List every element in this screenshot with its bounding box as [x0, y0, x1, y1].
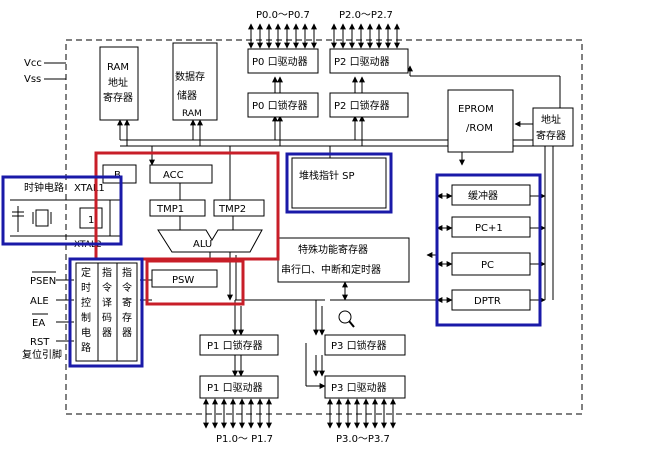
eprom-line1: EPROM	[458, 104, 494, 115]
pc-plus-one-label: PC+1	[475, 223, 503, 234]
p0-driver	[247, 48, 319, 74]
p1-latch	[199, 334, 279, 356]
tmp2-label: TMP2	[218, 204, 246, 215]
p3-latch	[324, 334, 406, 356]
p1-driver-label: P1 口驱动器	[207, 382, 263, 394]
buffer-register	[451, 184, 531, 206]
p0-latch	[247, 92, 319, 118]
decoder-char-1: 指	[102, 266, 112, 279]
decoder-char-5: 器	[102, 327, 112, 339]
xtal1-label: XTAL1	[74, 183, 105, 194]
pc-plus-one	[451, 216, 531, 238]
timing-char-6: 路	[81, 341, 91, 354]
highlight-alu-group	[94, 151, 280, 261]
ir-char-5: 器	[122, 327, 132, 339]
reset-pin-label: 复位引脚	[22, 348, 62, 361]
ram-addr-line2: 地址	[108, 76, 128, 89]
chip-outline	[65, 39, 583, 415]
address-register	[532, 107, 574, 147]
timing-char-3: 控	[81, 296, 91, 309]
addr-reg-line2: 寄存器	[536, 129, 566, 142]
decoder-char-4: 码	[102, 312, 112, 324]
buffer-label: 缓冲器	[468, 189, 498, 202]
rst-label: RST	[30, 337, 50, 348]
p0-label: P0.0～P0.7	[256, 10, 310, 21]
p3-driver	[324, 375, 406, 399]
data-mem-line2: 储器	[177, 89, 197, 102]
highlight-control-unit	[68, 257, 144, 368]
decoder-char-3: 译	[102, 297, 112, 309]
tmp2-register	[213, 199, 265, 217]
alu	[157, 229, 263, 253]
p3-label: P3.0～P3.7	[336, 434, 390, 445]
ir-char-2: 令	[122, 281, 132, 294]
vcc-label: Vcc	[24, 58, 42, 69]
ir-char-3: 寄	[122, 296, 132, 309]
timing-char-4: 制	[81, 311, 91, 324]
p2-latch	[329, 92, 409, 118]
p2-latch-label: P2 口锁存器	[334, 99, 390, 112]
tmp1-register	[149, 199, 206, 217]
ir-char-4: 存	[122, 311, 132, 324]
eprom-rom	[447, 89, 514, 153]
ram-addr-line1: RAM	[107, 62, 129, 73]
ram-address-register	[99, 46, 139, 121]
program-counter	[451, 252, 531, 276]
sfr-line1: 特殊功能寄存器	[298, 243, 368, 256]
psw-register	[151, 269, 218, 288]
p1-latch-label: P1 口锁存器	[207, 339, 263, 352]
sfr-line2: 串行口、中断和定时器	[281, 263, 381, 276]
ir-char-1: 指	[122, 266, 132, 279]
p1-pin-arrows	[203, 398, 272, 429]
data-memory-ram	[172, 42, 218, 121]
timing-char-2: 时	[81, 282, 91, 294]
alu-label: ALU	[193, 239, 212, 250]
p2-driver-label: P2 口驱动器	[334, 56, 390, 68]
sp-label: 堆栈指针 SP	[299, 169, 355, 182]
acc-label: ACC	[163, 170, 184, 181]
psw-label: PSW	[172, 275, 194, 286]
crystal-oscillator-icon: 1	[10, 199, 121, 237]
timing-char-1: 定	[81, 266, 91, 279]
magnifier-icon	[338, 310, 355, 328]
p3-latch-label: P3 口锁存器	[331, 339, 387, 352]
psen-label: PSEN	[30, 276, 56, 287]
data-mem-line3: RAM	[182, 109, 202, 119]
clock-label: 时钟电路	[24, 181, 64, 194]
p0-driver-label: P0 口驱动器	[252, 56, 308, 68]
tmp1-label: TMP1	[156, 204, 184, 215]
highlight-stack-pointer	[285, 152, 393, 214]
p1-label: P1.0～ P1.7	[216, 434, 273, 445]
p0-pin-arrows	[248, 23, 317, 49]
highlight-psw	[145, 259, 245, 306]
dptr-register	[451, 289, 531, 311]
ea-label: EA	[32, 318, 45, 329]
p3-driver-label: P3 口驱动器	[331, 382, 387, 394]
highlight-pc-group	[435, 173, 542, 327]
dptr-label: DPTR	[474, 296, 501, 307]
p1-driver	[199, 375, 279, 399]
timing-char-5: 电	[81, 326, 91, 339]
p2-driver	[329, 48, 409, 74]
ram-addr-line3: 寄存器	[103, 91, 133, 104]
highlight-clock-circuit	[1, 175, 123, 246]
p3-pin-arrows	[327, 398, 396, 429]
eprom-line2: /ROM	[466, 123, 493, 134]
p2-label: P2.0～P2.7	[339, 10, 393, 21]
vss-label: Vss	[24, 74, 41, 85]
data-mem-line1: 数据存	[175, 70, 205, 83]
stack-pointer	[291, 157, 387, 209]
addr-reg-line1: 地址	[541, 113, 561, 126]
instruction-register	[116, 262, 138, 362]
ale-label: ALE	[30, 296, 49, 307]
pc-label: PC	[481, 260, 494, 271]
p0-latch-label: P0 口锁存器	[252, 99, 308, 112]
svg-text:1: 1	[88, 215, 94, 226]
accumulator	[149, 164, 213, 184]
decoder-char-2: 令	[102, 281, 112, 294]
p2-pin-arrows	[331, 23, 400, 49]
